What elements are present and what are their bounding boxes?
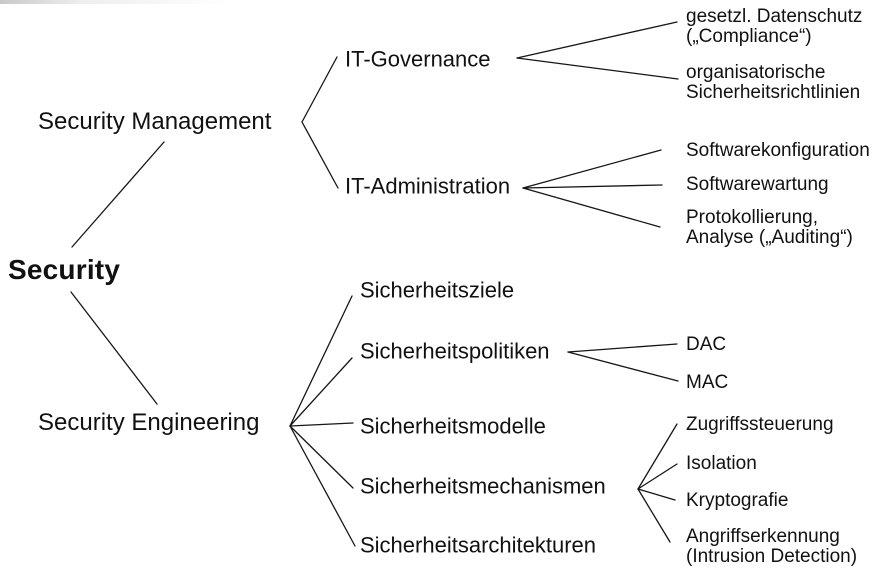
edge-engineering-to-politiken — [289, 357, 353, 427]
leaf-organisatorische-sicherheitsrichtlinien: organisatorische Sicherheitsrichtlinien — [686, 62, 861, 103]
edge-politiken-to-mac — [567, 351, 679, 382]
edge-engineering-to-architekturen — [289, 425, 356, 547]
edge-mechanismen-to-kryptografie — [637, 488, 676, 501]
edge-mechanismen-to-zugriffssteuerung — [637, 423, 678, 490]
edge-security-to-engineering — [70, 291, 158, 405]
edge-administration-to-konfiguration — [522, 149, 662, 189]
node-it-governance: IT-Governance — [345, 46, 491, 72]
node-security-management: Security Management — [38, 108, 272, 136]
edge-management-to-administration — [301, 121, 339, 189]
leaf-dac: DAC — [686, 334, 727, 355]
edge-governance-to-richtlinien — [516, 57, 679, 80]
edge-engineering-to-mechanismen — [289, 425, 354, 489]
node-security-engineering: Security Engineering — [38, 409, 260, 437]
leaf-angriffserkennung-intrusion-detection: Angriffserkennung (Intrusion Detection) — [686, 526, 858, 567]
edge-security-to-management — [71, 141, 165, 248]
scan-edge-artifact — [0, 0, 232, 4]
leaf-kryptografie: Kryptografie — [686, 490, 789, 511]
leaf-softwarekonfiguration: Softwarekonfiguration — [686, 140, 870, 161]
node-sicherheitsmechanismen: Sicherheitsmechanismen — [360, 473, 606, 499]
node-sicherheitsziele: Sicherheitsziele — [360, 277, 515, 303]
edge-administration-to-protokollierung — [522, 187, 661, 228]
edge-mechanismen-to-angriffserkennung — [637, 488, 671, 543]
leaf-softwarewartung: Softwarewartung — [686, 174, 829, 195]
node-sicherheitsmodelle: Sicherheitsmodelle — [360, 413, 546, 439]
node-security-root: Security — [8, 253, 121, 285]
node-it-administration: IT-Administration — [345, 173, 511, 199]
node-sicherheitsarchitekturen: Sicherheitsarchitekturen — [360, 532, 597, 558]
edge-engineering-to-modelle — [289, 422, 354, 427]
leaf-mac: MAC — [686, 372, 729, 393]
leaf-isolation: Isolation — [686, 453, 757, 474]
leaf-zugriffssteuerung: Zugriffssteuerung — [686, 414, 834, 435]
node-sicherheitspolitiken: Sicherheitspolitiken — [360, 338, 550, 364]
leaf-protokollierung-analyse-auditing: Protokollierung, Analyse („Auditing“) — [686, 207, 853, 248]
leaf-gesetzl-datenschutz-compliance: gesetzl. Datenschutz („Compliance“) — [686, 6, 863, 47]
edge-engineering-to-ziele — [289, 295, 353, 427]
edge-administration-to-wartung — [522, 184, 663, 189]
edge-management-to-governance — [301, 56, 338, 123]
edge-governance-to-datenschutz — [516, 21, 678, 59]
edge-politiken-to-dac — [567, 343, 678, 353]
edge-mechanismen-to-isolation — [637, 463, 678, 490]
